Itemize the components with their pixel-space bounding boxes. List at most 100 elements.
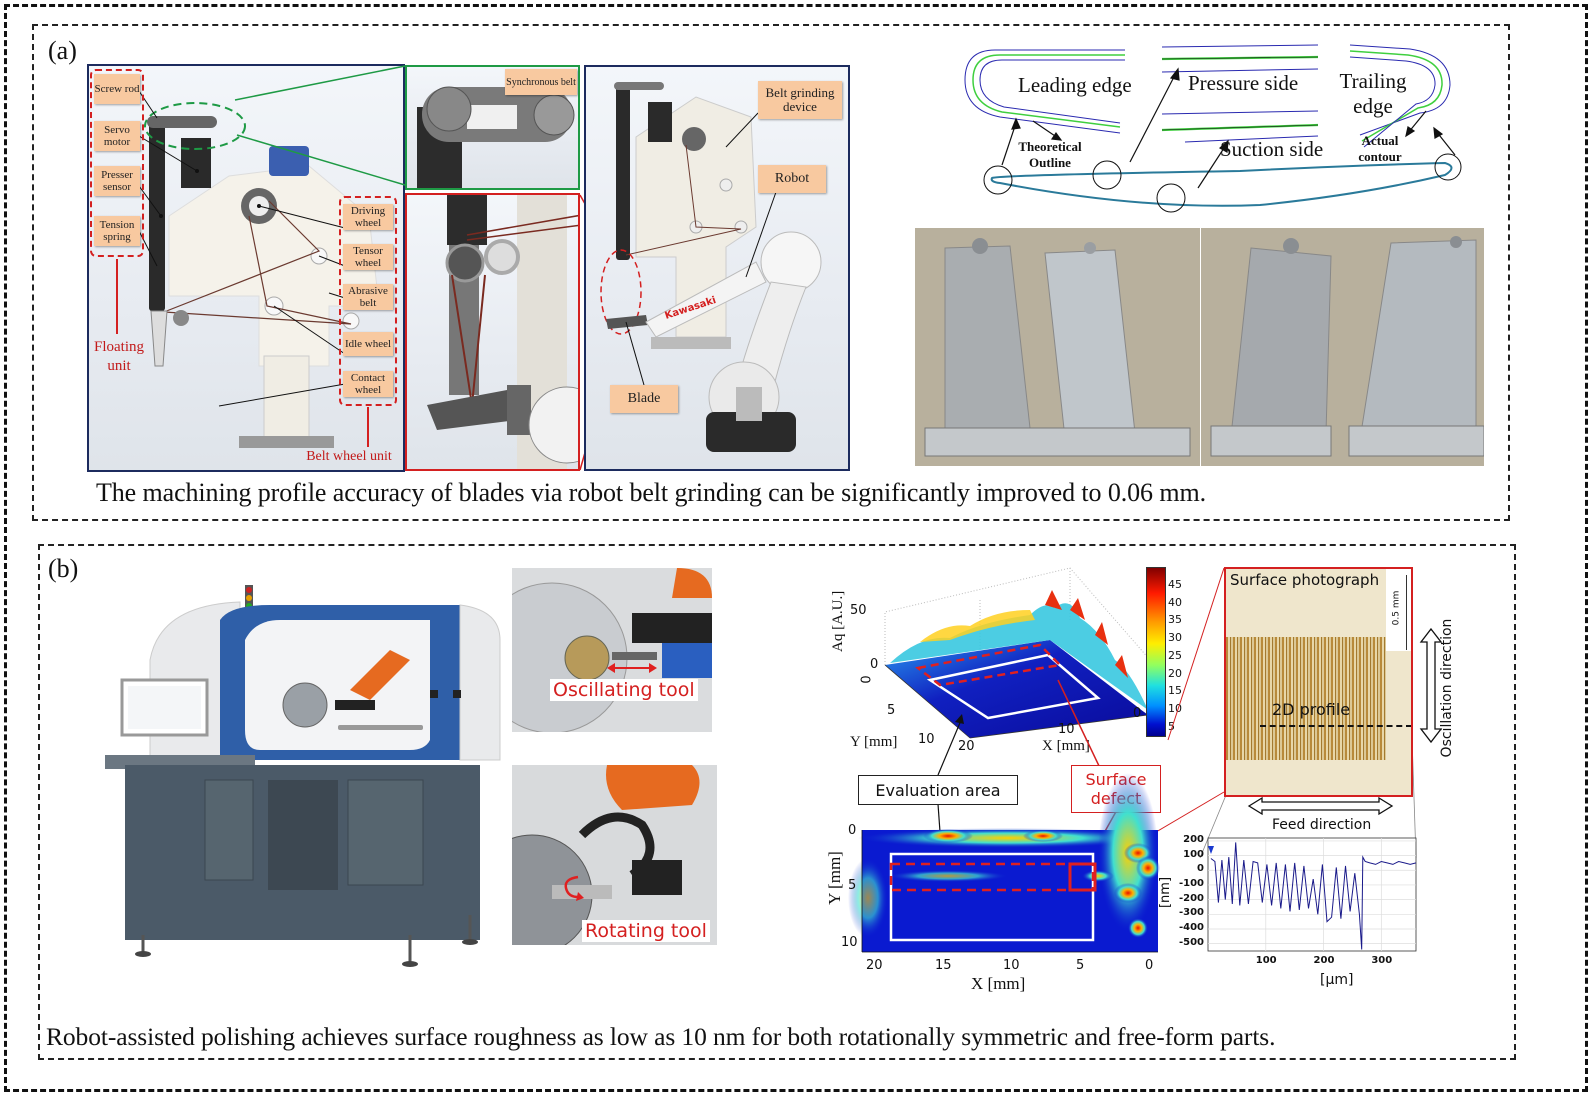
surface-photograph-title: Surface photograph xyxy=(1230,571,1380,589)
callout-servo-motor: Servo motor xyxy=(94,121,140,151)
label-pressure-side: Pressure side xyxy=(1188,71,1299,95)
right-housing xyxy=(459,604,501,761)
profile-y-tick: 100 xyxy=(1183,848,1204,860)
surface-photograph: 0.5 mm Surface photograph 2D profile xyxy=(1224,567,1413,797)
device-drawing xyxy=(138,90,380,448)
robot-wrist-orange xyxy=(672,568,712,598)
x-tick-10: 10 xyxy=(1058,722,1075,737)
floating-unit-label: Floating unit xyxy=(93,339,144,374)
callout-contact-wheel: Contact wheel xyxy=(343,371,393,397)
tool-head-blue xyxy=(662,643,712,678)
colorbar-tick: 15 xyxy=(1168,684,1182,698)
callout-driving-wheel: Driving wheel xyxy=(343,204,393,230)
callout-tensor-wheel: Tensor wheel xyxy=(343,244,393,270)
green-connector-top xyxy=(234,65,406,101)
blade-clamp xyxy=(507,385,531,435)
oscillation-direction-label: Oscillation direction xyxy=(1439,618,1455,758)
scale-bar-label: 0.5 mm xyxy=(1391,590,1402,626)
rod-shape xyxy=(616,85,630,260)
blade-photo-before-drawing xyxy=(924,238,1191,457)
y-tick-5: 5 xyxy=(887,703,896,718)
surface-plane xyxy=(885,640,1148,738)
polishing-machine-drawing xyxy=(105,585,501,967)
circle-leading-edge xyxy=(983,165,1013,195)
device-column xyxy=(263,355,310,447)
profile-y-tick: -300 xyxy=(1178,907,1204,919)
contact-wheel-small xyxy=(484,239,520,275)
profile-y-tick: 200 xyxy=(1183,833,1204,845)
colorbar-tick: 40 xyxy=(1168,595,1182,609)
leading-edge-inner xyxy=(979,59,1125,124)
label-oscillating-tool: Oscillating tool xyxy=(550,679,698,701)
robot-base xyxy=(706,412,796,452)
profile-arrows xyxy=(1001,67,1456,189)
pulley-left xyxy=(426,86,472,132)
spindle-motor xyxy=(632,860,682,895)
profile-2d-label: 2D profile xyxy=(1272,700,1351,719)
robot-system-drawing: Kawasaki xyxy=(600,82,822,452)
photo-connector-top xyxy=(1167,567,1225,741)
circle-suction-side xyxy=(1156,183,1186,213)
blade-small xyxy=(606,315,648,329)
defect-region-3d xyxy=(915,643,1063,687)
sync-belt-drawing xyxy=(417,86,575,188)
belt-wheel-unit-leader xyxy=(367,407,369,447)
surface-peaks-yellow xyxy=(920,610,1035,642)
x-axis-label-3d: X [mm] xyxy=(1042,738,1090,754)
evaluation-area-rect xyxy=(889,852,1095,942)
y-tick-10: 10 xyxy=(918,732,935,747)
z-tick-50: 50 xyxy=(850,603,867,618)
sync-belt-gap xyxy=(467,105,517,129)
tool-shaft xyxy=(612,652,657,660)
heatmap-x-tick-0: 0 xyxy=(1145,958,1154,973)
colorbar-tick: 5 xyxy=(1168,719,1175,733)
contact-wheel-zoom xyxy=(405,193,580,471)
callout-presser-sensor: Presser sensor xyxy=(94,166,140,196)
callout-blade: Blade xyxy=(610,385,678,413)
colorbar-tick: 20 xyxy=(1168,666,1182,680)
surface-ridge xyxy=(890,603,1148,710)
callout-screw-rod: Screw rod xyxy=(94,74,140,104)
panel-b-frame xyxy=(38,544,1516,1060)
heatmap-y-tick-5: 5 xyxy=(848,878,857,893)
blade-root xyxy=(924,427,1191,457)
profile-y-tick: -400 xyxy=(1178,921,1204,933)
panel-a-frame xyxy=(32,24,1510,521)
panel-b-caption: Robot-assisted polishing achieves surfac… xyxy=(46,1022,1276,1051)
x-tick-0: 0 xyxy=(1133,706,1142,721)
panel-a-caption: The machining profile accuracy of blades… xyxy=(96,478,1206,507)
zoom-ellipse-green xyxy=(144,102,246,150)
oscillation-direction-arrow-icon xyxy=(1419,627,1443,744)
synchronous-belt-zoom: Synchronous belt xyxy=(405,65,580,190)
circle-pressure-side xyxy=(1092,160,1122,190)
heatmap-y-label: Y [mm] xyxy=(824,851,844,905)
panel-b-letter: (b) xyxy=(48,554,79,583)
colorbar-tick: 10 xyxy=(1168,701,1182,715)
robot-orange xyxy=(606,765,700,810)
evaluation-area-3d xyxy=(926,653,1101,720)
heatmap-axis xyxy=(861,830,1158,953)
callout-idle-wheel: Idle wheel xyxy=(343,332,393,356)
leading-edge-outer xyxy=(964,49,1125,134)
heatmap-x-label: X [mm] xyxy=(971,974,1026,993)
floating-unit-group xyxy=(90,69,144,257)
colorbar-tick: 45 xyxy=(1168,578,1182,591)
y-axis-label-3d: Y [mm] xyxy=(850,734,898,750)
spindle-chuck xyxy=(282,682,328,728)
trailing-edge-outer xyxy=(1349,44,1451,136)
contact-wheel-large xyxy=(445,243,485,283)
rotating-tool-photo: Rotating tool xyxy=(512,765,717,945)
tool-tip-shape xyxy=(150,310,168,367)
label-leading-edge: Leading edge xyxy=(1018,73,1132,97)
blade-root-4 xyxy=(1348,425,1484,457)
heatmap-x-tick-5: 5 xyxy=(1076,958,1085,973)
callout-belt-grinding-device: Belt grinding device xyxy=(758,81,842,119)
callout-synchronous-belt: Synchronous belt xyxy=(505,69,577,95)
robot-wrist xyxy=(528,386,578,464)
heatmap-x-tick-20: 20 xyxy=(866,958,883,973)
profile-y-tick: -200 xyxy=(1178,892,1204,904)
blade-shape xyxy=(427,390,517,430)
